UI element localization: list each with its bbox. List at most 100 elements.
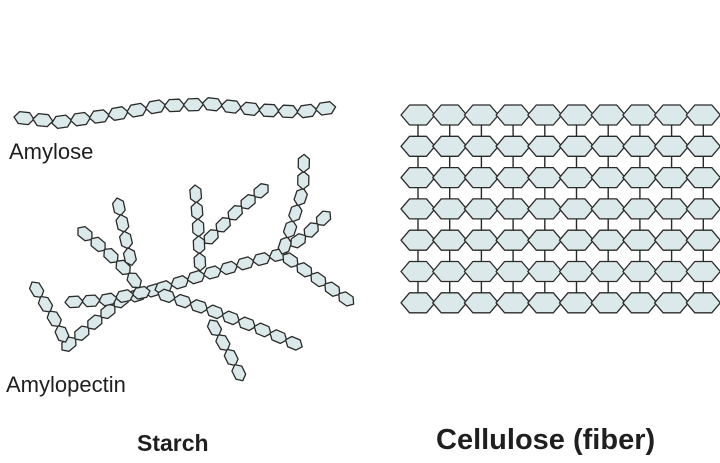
cellulose-unit — [653, 198, 690, 220]
cellulose-unit — [495, 229, 531, 251]
amylopectin-unit — [203, 229, 219, 245]
amylopectin-unit — [293, 187, 308, 207]
cellulose-unit — [558, 229, 595, 251]
amylopectin-unit — [237, 316, 256, 332]
cellulose-unit — [622, 135, 658, 157]
cellulose-unit — [527, 260, 563, 283]
cellulose-unit — [558, 260, 595, 283]
cellulose-unit — [400, 229, 436, 251]
amylopectin-unit — [221, 310, 240, 326]
amylopectin-unit — [81, 294, 101, 308]
cellulose-unit — [653, 292, 690, 314]
amylopectin-unit — [282, 252, 299, 268]
cellulose-unit — [400, 104, 436, 126]
cellulose-unit — [463, 166, 500, 189]
amylopectin-unit — [28, 281, 45, 299]
amylose-unit — [126, 102, 148, 118]
amylopectin-unit — [173, 293, 192, 309]
amylopectin-unit — [297, 153, 311, 174]
amylopectin-label: Amylopectin — [6, 372, 126, 397]
amylopectin-unit — [87, 314, 103, 330]
cellulose-unit — [527, 229, 563, 251]
amylose-unit — [13, 110, 35, 126]
amylopectin-unit — [338, 291, 355, 307]
cellulose-unit — [685, 260, 720, 283]
cellulose-unit — [400, 292, 436, 314]
cellulose-unit — [685, 198, 720, 220]
cellulose-unit — [432, 104, 468, 126]
cellulose-grid — [400, 104, 720, 314]
amylose-label: Amylose — [9, 139, 94, 164]
cellulose-unit — [622, 166, 658, 189]
amylopectin-unit — [90, 236, 106, 253]
amylopectin-unit — [235, 256, 255, 271]
cellulose-unit — [622, 104, 658, 126]
amylopectin-unit — [98, 292, 118, 307]
amylopectin-unit — [157, 288, 176, 304]
cellulose-unit — [495, 166, 531, 189]
cellulose-unit — [463, 135, 500, 157]
cellulose-unit — [432, 135, 468, 157]
cellulose-unit — [590, 135, 626, 157]
amylose-unit — [182, 97, 205, 112]
amylopectin-unit — [252, 252, 271, 267]
cellulose-unit — [590, 292, 626, 314]
cellulose-unit — [653, 104, 690, 126]
amylopectin-unit — [223, 348, 239, 367]
amylose-unit — [51, 114, 73, 130]
amylopectin-unit — [115, 213, 130, 233]
amylopectin-unit — [227, 205, 243, 221]
amylopectin-unit — [100, 303, 116, 320]
cellulose-unit — [622, 229, 658, 251]
cellulose-unit — [495, 292, 531, 314]
amylopectin-unit — [122, 247, 137, 267]
cellulose-unit — [590, 198, 626, 220]
amylopectin-unit — [219, 260, 239, 276]
amylopectin-unit — [46, 310, 62, 328]
amylopectin-unit — [215, 217, 231, 233]
cellulose-unit — [590, 260, 626, 283]
cellulose-unit — [432, 260, 468, 283]
amylopectin-unit — [103, 247, 119, 264]
amylopectin-unit — [303, 222, 319, 238]
cellulose-unit — [463, 292, 500, 314]
amylose-unit — [163, 98, 186, 113]
cellulose-unit — [558, 135, 595, 157]
amylopectin-unit — [115, 289, 134, 304]
cellulose-unit — [400, 135, 436, 157]
cellulose-unit — [495, 198, 531, 220]
amylopectin-unit — [170, 275, 190, 290]
amylopectin-unit — [282, 220, 298, 239]
amylose-unit — [315, 101, 337, 116]
amylopectin-unit — [54, 325, 70, 343]
amylose-chain — [13, 97, 337, 130]
amylopectin-unit — [253, 183, 269, 199]
amylopectin-unit — [126, 272, 142, 289]
cellulose-unit — [527, 166, 563, 189]
cellulose-label: Cellulose (fiber) — [436, 424, 656, 456]
cellulose-unit — [685, 292, 720, 314]
cellulose-unit — [685, 104, 720, 126]
amylopectin-unit — [206, 319, 223, 337]
cellulose-unit — [432, 229, 468, 251]
cellulose-unit — [685, 166, 720, 189]
amylose-unit — [69, 111, 92, 127]
amylopectin-unit — [131, 285, 151, 300]
amylopectin-unit — [288, 203, 303, 223]
amylopectin-unit — [269, 329, 288, 345]
cellulose-unit — [558, 104, 595, 126]
amylose-unit — [239, 101, 261, 117]
cellulose-unit — [622, 260, 658, 283]
cellulose-unit — [685, 229, 720, 251]
amylose-unit — [296, 103, 318, 119]
cellulose-unit — [463, 260, 500, 283]
amylopectin-unit — [231, 363, 247, 382]
amylopectin-unit — [240, 194, 256, 210]
cellulose-unit — [527, 198, 563, 220]
amylopectin-unit — [296, 262, 313, 278]
amylopectin-unit — [74, 325, 90, 341]
starch-label: Starch — [137, 430, 209, 456]
cellulose-unit — [622, 292, 658, 314]
amylose-unit — [201, 97, 223, 112]
